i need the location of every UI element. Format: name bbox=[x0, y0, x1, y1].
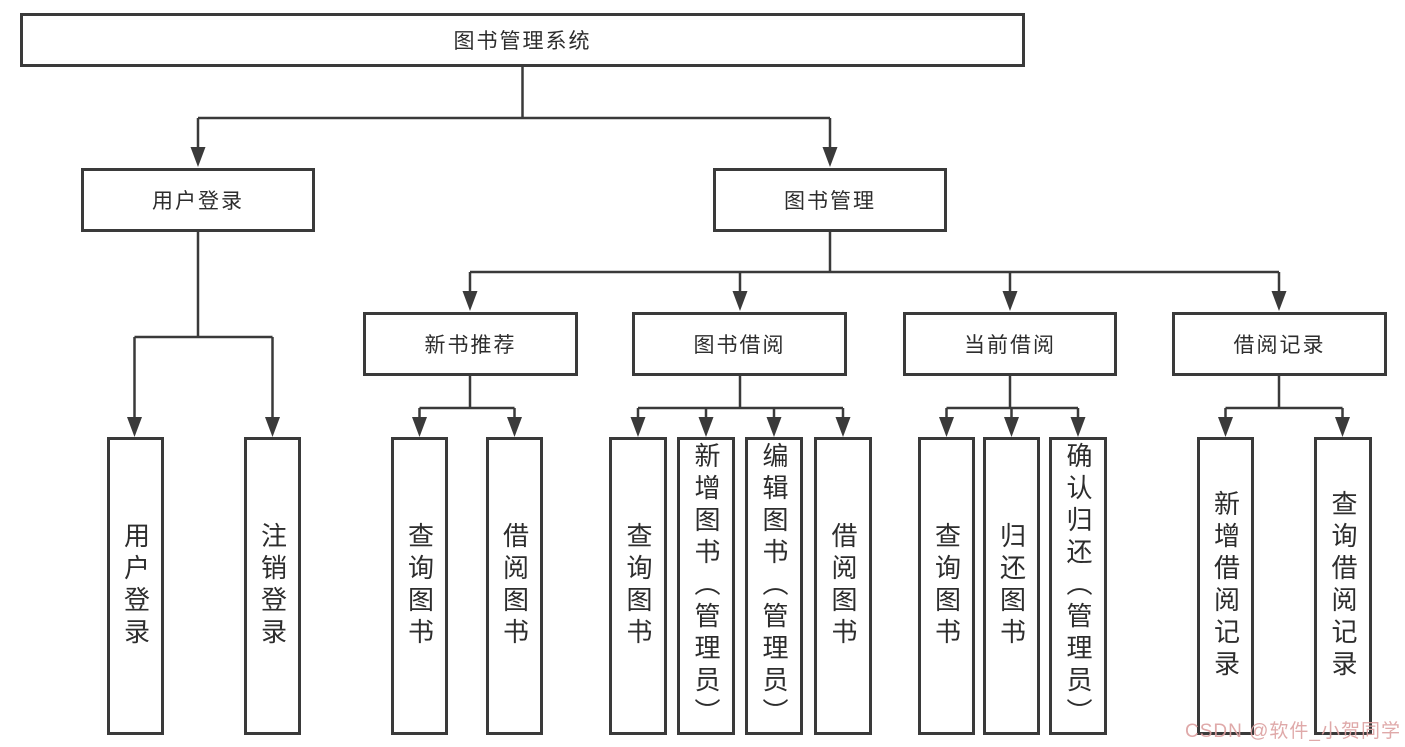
node-label: 新书推荐 bbox=[424, 334, 517, 357]
node-label: 图书管理 bbox=[784, 190, 876, 213]
node-library-management-system: 图书管理系统 bbox=[20, 13, 1025, 67]
node-query-borrow-record: 查询借阅记录 bbox=[1314, 437, 1372, 735]
node-label: 借阅图书 bbox=[499, 522, 530, 650]
node-label: 确认归还（管理员） bbox=[1063, 442, 1093, 730]
node-label: 借阅图书 bbox=[828, 522, 858, 650]
node-label: 查询图书 bbox=[404, 522, 435, 650]
node-edit-books-admin: 编辑图书（管理员） bbox=[745, 437, 803, 735]
arrowheads bbox=[127, 147, 1350, 437]
node-logout: 注销登录 bbox=[244, 437, 301, 735]
node-query-books: 查询图书 bbox=[609, 437, 667, 735]
node-label: 查询借阅记录 bbox=[1328, 490, 1358, 682]
node-confirm-return-admin: 确认归还（管理员） bbox=[1049, 437, 1107, 735]
node-label: 图书借阅 bbox=[693, 334, 786, 357]
node-return-books: 归还图书 bbox=[983, 437, 1040, 735]
node-label: 查询图书 bbox=[931, 522, 962, 650]
watermark-csdn: CSDN @软件_小贺同学 bbox=[1185, 721, 1401, 742]
node-query-books: 查询图书 bbox=[918, 437, 975, 735]
node-label: 用户登录 bbox=[120, 522, 151, 650]
node-add-borrow-record: 新增借阅记录 bbox=[1197, 437, 1254, 735]
node-label: 当前借阅 bbox=[964, 334, 1056, 357]
node-label: 借阅记录 bbox=[1233, 334, 1326, 357]
node-label: 新增图书（管理员） bbox=[691, 442, 721, 730]
node-add-books-admin: 新增图书（管理员） bbox=[677, 437, 735, 735]
node-label: 图书管理系统 bbox=[453, 30, 592, 53]
node-label: 用户登录 bbox=[152, 190, 244, 213]
node-borrow-books: 借阅图书 bbox=[814, 437, 872, 735]
node-label: 归还图书 bbox=[996, 522, 1027, 650]
node-borrow-books: 借阅图书 bbox=[486, 437, 543, 735]
node-label: 新增借阅记录 bbox=[1210, 490, 1241, 682]
node-new-book-recommendation: 新书推荐 bbox=[363, 312, 578, 376]
node-borrowing-records: 借阅记录 bbox=[1172, 312, 1387, 376]
node-label: 编辑图书（管理员） bbox=[759, 442, 789, 730]
node-book-management: 图书管理 bbox=[713, 168, 947, 232]
node-current-borrowing: 当前借阅 bbox=[903, 312, 1117, 376]
node-label: 查询图书 bbox=[623, 522, 653, 650]
node-user-login: 用户登录 bbox=[81, 168, 315, 232]
node-label: 注销登录 bbox=[257, 522, 288, 650]
connector-path bbox=[133, 67, 1344, 420]
node-user-login-leaf: 用户登录 bbox=[107, 437, 164, 735]
node-book-borrowing: 图书借阅 bbox=[632, 312, 847, 376]
node-query-books: 查询图书 bbox=[391, 437, 448, 735]
